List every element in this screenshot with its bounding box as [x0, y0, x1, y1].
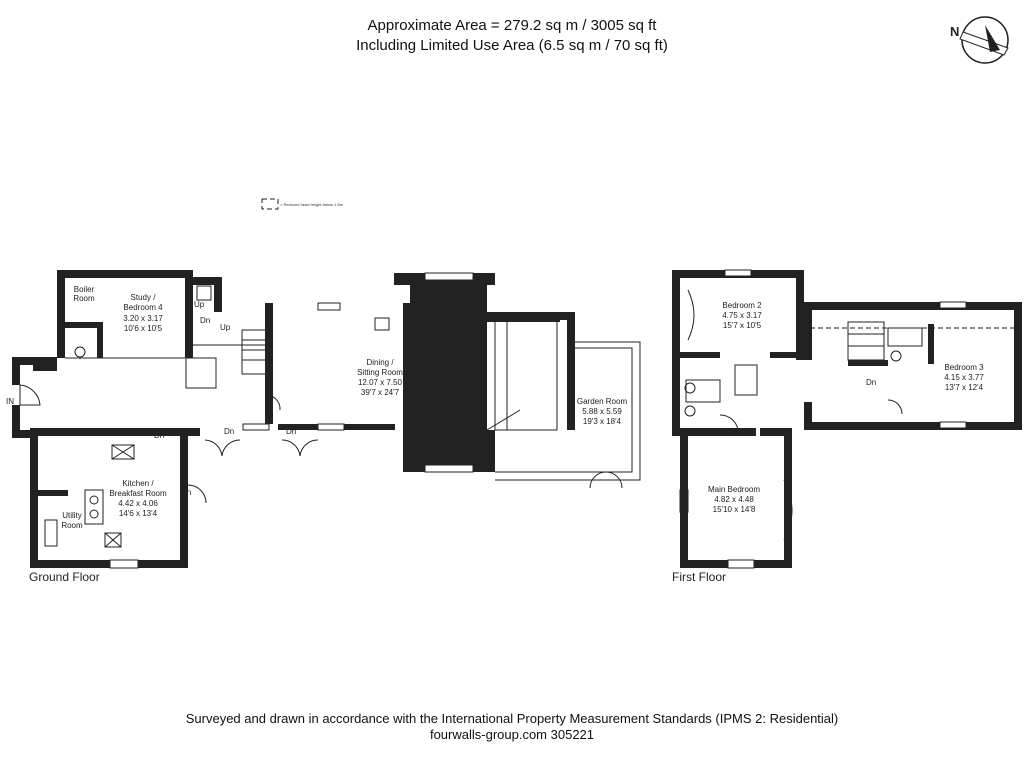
entrance-label: IN [6, 397, 14, 406]
bedroom3-metric: 4.15 x 3.77 [944, 373, 984, 382]
dining-label-2: Sitting Room [357, 368, 403, 377]
dining-metric: 12.07 x 7.50 [358, 378, 403, 387]
dining-imperial: 39'7 x 24'7 [361, 388, 400, 397]
area-title: Approximate Area = 279.2 sq m / 3005 sq … [367, 17, 657, 34]
first-floor-title: First Floor [672, 570, 726, 584]
dining-label-1: Dining / [366, 358, 394, 367]
legend-dashed-box-icon [261, 198, 279, 210]
study-imperial: 10'6 x 10'5 [124, 324, 163, 333]
kitchen-label-2: Breakfast Room [109, 489, 167, 498]
main-bedroom-metric: 4.82 x 4.48 [714, 495, 754, 504]
ground-floor-plan [12, 270, 641, 569]
stair-dn-label-5: Dn [181, 488, 191, 497]
study-label-1: Study / [131, 293, 157, 302]
stair-dn-label-2: Dn [154, 431, 164, 440]
bedroom3-label: Bedroom 3 [944, 363, 984, 372]
bedroom2-metric: 4.75 x 3.17 [722, 311, 762, 320]
bedroom3-imperial: 13'7 x 12'4 [945, 383, 984, 392]
study-metric: 3.20 x 3.17 [123, 314, 163, 323]
limited-use-area-subtitle: Including Limited Use Area (6.5 sq m / 7… [356, 37, 668, 54]
utility-room-label-2: Room [61, 521, 83, 530]
kitchen-imperial: 14'6 x 13'4 [119, 509, 158, 518]
kitchen-label-1: Kitchen / [122, 479, 154, 488]
stair-up-label-1: Up [194, 300, 205, 309]
company-reference: fourwalls-group.com 305221 [429, 727, 595, 742]
bedroom2-label: Bedroom 2 [722, 301, 762, 310]
stair-dn-label-4: Dn [286, 427, 296, 436]
boiler-room-label-1: Boiler [74, 285, 95, 294]
north-letter: N [950, 24, 959, 39]
survey-statement: Surveyed and drawn in accordance with th… [185, 711, 839, 726]
main-bedroom-label: Main Bedroom [708, 485, 760, 494]
north-compass-icon: N [950, 16, 1009, 64]
garden-room-label: Garden Room [577, 397, 628, 406]
bedroom2-imperial: 15'7 x 10'5 [723, 321, 762, 330]
main-bedroom-imperial: 15'10 x 14'8 [713, 505, 756, 514]
study-label-2: Bedroom 4 [123, 303, 163, 312]
first-floor-stair-dn-label: Dn [866, 378, 876, 387]
ground-floor-labels: Boiler Room Study / Bedroom 4 3.20 x 3.1… [6, 285, 627, 584]
stair-up-label-2: Up [220, 323, 231, 332]
stair-dn-label-3: Dn [224, 427, 234, 436]
stair-up-label-3: Up [469, 369, 480, 378]
reduced-head-height-legend: = Reduced head height below 1.5m [261, 198, 344, 210]
garden-room-metric: 5.88 x 5.59 [582, 407, 622, 416]
utility-room-label-1: Utility [62, 511, 82, 520]
first-floor-labels: Bedroom 2 4.75 x 3.17 15'7 x 10'5 Bedroo… [672, 301, 984, 584]
boiler-room-label-2: Room [73, 294, 95, 303]
kitchen-metric: 4.42 x 4.06 [118, 499, 158, 508]
stair-dn-label-1: Dn [200, 316, 210, 325]
first-floor-plan [672, 269, 1022, 569]
legend-text: = Reduced head height below 1.5m [280, 202, 344, 207]
ground-floor-title: Ground Floor [29, 570, 100, 584]
garden-room-imperial: 19'3 x 18'4 [583, 417, 622, 426]
